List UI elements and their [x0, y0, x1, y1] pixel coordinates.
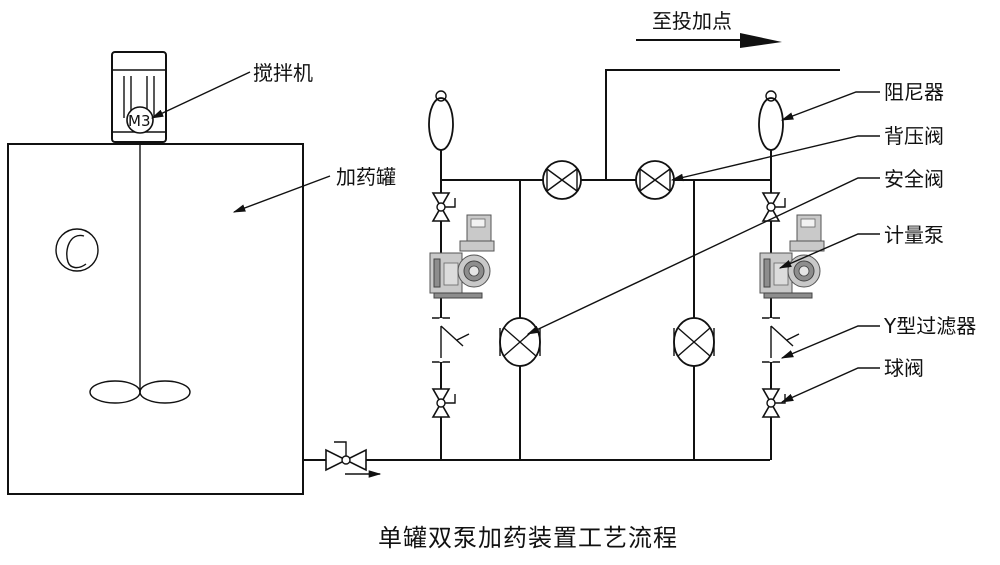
- mixer-impeller: [89, 380, 191, 404]
- diagram-title: 单罐双泵加药装置工艺流程: [378, 524, 678, 552]
- ball-valve-right-top: [762, 192, 786, 222]
- y-filter-right: [760, 316, 801, 364]
- motor-label: M3: [128, 112, 151, 130]
- flow-label: 至投加点: [652, 9, 732, 33]
- label-ball-valve: 球阀: [884, 356, 924, 380]
- metering-pump-left: [429, 214, 495, 299]
- label-y-filter: Y型过滤器: [883, 314, 976, 338]
- level-gauge-symbol: [55, 228, 99, 272]
- label-metering-pump: 计量泵: [884, 223, 944, 247]
- damper-right: [758, 90, 784, 151]
- safety-valve-right: [673, 317, 715, 367]
- label-back-pressure-valve: 背压阀: [884, 124, 944, 148]
- tank-outlet-ball-valve: [325, 441, 367, 472]
- ball-valve-left-bottom: [432, 388, 456, 418]
- label-safety-valve: 安全阀: [884, 167, 944, 191]
- back-pressure-valve-left: [542, 160, 582, 200]
- damper-left: [428, 90, 454, 151]
- ball-valve-right-bottom: [762, 388, 786, 418]
- ball-valve-left-top: [432, 192, 456, 222]
- leader-lines: [150, 71, 880, 403]
- safety-valve-left: [499, 317, 541, 367]
- back-pressure-valve-right: [635, 160, 675, 200]
- flow-direction-arrow: [636, 33, 782, 48]
- metering-pump-right: [759, 214, 825, 299]
- label-mixer: 搅拌机: [253, 61, 313, 85]
- dosing-tank: [7, 143, 304, 495]
- label-tank: 加药罐: [336, 165, 396, 189]
- y-filter-left: [430, 316, 471, 364]
- label-damper: 阻尼器: [884, 80, 944, 104]
- mixer-motor: M3: [111, 51, 167, 143]
